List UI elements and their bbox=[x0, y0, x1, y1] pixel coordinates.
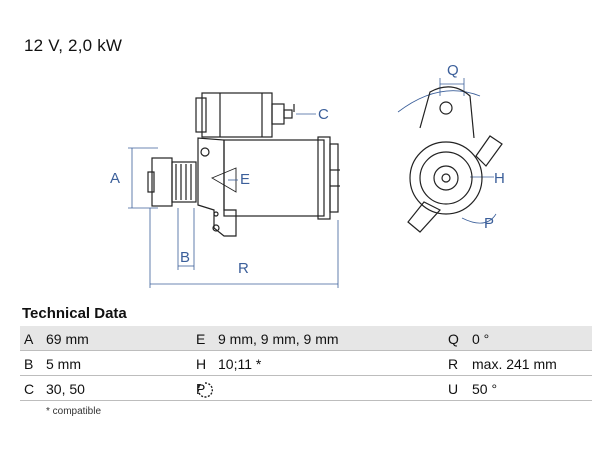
row2-val1: 5 mm bbox=[46, 356, 81, 372]
motor-body bbox=[223, 139, 325, 217]
label-B: B bbox=[180, 249, 190, 266]
compatible-footnote: * compatible bbox=[46, 406, 102, 417]
table-row: B 5 mm H 10;11 * R max. 241 mm bbox=[20, 351, 592, 376]
table-row: A 69 mm E 9 mm, 9 mm, 9 mm Q 0 ° bbox=[20, 326, 592, 351]
label-E: E bbox=[240, 171, 250, 188]
row2-key2: H bbox=[196, 356, 207, 372]
row2-val2: 10;11 * bbox=[218, 356, 262, 372]
label-P: P bbox=[484, 215, 494, 232]
technical-data-table: A 69 mm E 9 mm, 9 mm, 9 mm Q 0 ° B 5 mm … bbox=[20, 326, 592, 401]
label-C: C bbox=[318, 106, 329, 123]
row3-key3: U bbox=[448, 381, 459, 397]
row1-val1: 69 mm bbox=[46, 331, 89, 347]
voltage-power-spec: 12 V, 2,0 kW bbox=[24, 36, 123, 55]
clockwise-rotation-icon bbox=[197, 382, 213, 398]
row1-key1: A bbox=[24, 331, 34, 347]
row1-key2: E bbox=[196, 331, 206, 347]
label-R: R bbox=[238, 260, 249, 277]
row3-val1: 30, 50 bbox=[46, 381, 85, 397]
row1-key3: Q bbox=[448, 331, 459, 347]
row3-val3: 50 ° bbox=[472, 381, 498, 397]
label-Q: Q bbox=[447, 62, 459, 79]
table-row: C 30, 50 P U 50 ° bbox=[20, 376, 592, 401]
row3-key1: C bbox=[24, 381, 35, 397]
row1-val2: 9 mm, 9 mm, 9 mm bbox=[218, 331, 339, 347]
label-H: H bbox=[494, 170, 505, 187]
label-A: A bbox=[110, 170, 120, 187]
technical-data-title: Technical Data bbox=[22, 305, 127, 322]
row2-key3: R bbox=[448, 356, 459, 372]
row2-key1: B bbox=[24, 356, 34, 372]
starter-motor-diagram: A B C E R Q H P bbox=[110, 62, 505, 288]
row2-val3: max. 241 mm bbox=[472, 356, 557, 372]
mounting-flange bbox=[197, 137, 237, 237]
row3-key2: P bbox=[196, 381, 206, 397]
pinion-housing bbox=[151, 157, 173, 207]
row1-val3: 0 ° bbox=[472, 331, 490, 347]
end-view bbox=[407, 86, 503, 233]
